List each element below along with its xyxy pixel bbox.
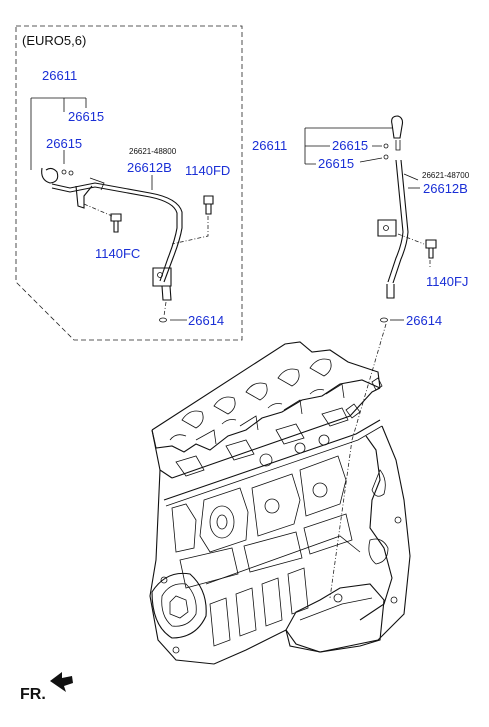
front-direction-indicator: FR.	[20, 672, 73, 703]
left-label-1140fd: 1140FD	[185, 163, 230, 178]
left-label-1140fc: 1140FC	[95, 246, 140, 261]
left-label-26614: 26614	[188, 313, 224, 328]
right-subcode: 26621-48700	[422, 171, 470, 180]
right-label-26611: 26611	[252, 138, 287, 153]
left-label-26615-a: 26615	[68, 109, 104, 124]
front-arrow-icon	[50, 672, 73, 692]
right-label-26612b: 26612B	[423, 181, 468, 196]
right-dipstick-assembly	[304, 115, 437, 599]
right-label-26615-a: 26615	[332, 138, 368, 153]
variant-box-outline	[15, 25, 243, 341]
right-label-26615-b: 26615	[318, 156, 354, 171]
right-label-26614: 26614	[406, 313, 442, 328]
engine-block-illustration	[149, 341, 411, 665]
left-label-26612b: 26612B	[127, 160, 172, 175]
left-label-26615-b: 26615	[46, 136, 82, 151]
left-label-26611: 26611	[42, 68, 77, 83]
right-label-1140fj: 1140FJ	[426, 274, 468, 289]
front-direction-label: FR.	[20, 686, 46, 703]
left-subcode: 26621-48800	[129, 147, 177, 156]
variant-box-title: (EURO5,6)	[22, 33, 86, 48]
left-dipstick-assembly	[30, 97, 214, 323]
